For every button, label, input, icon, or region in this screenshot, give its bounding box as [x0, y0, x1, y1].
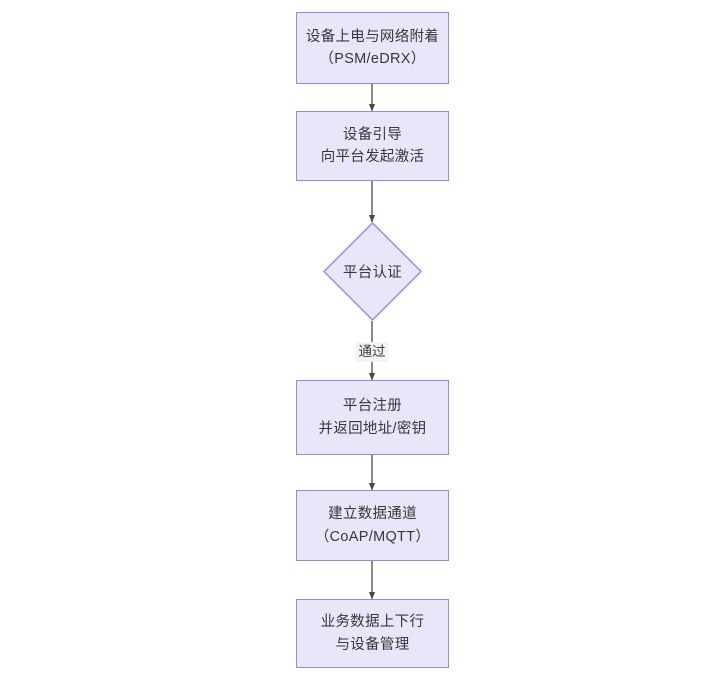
node-text-line: 与设备管理 — [335, 636, 410, 653]
process-node-n1[interactable]: 设备上电与网络附着 （PSM/eDRX） — [296, 12, 449, 84]
decision-node-n3[interactable]: 平台认证 — [323, 222, 422, 321]
process-node-n2[interactable]: 设备引导向平台发起激活 — [296, 111, 449, 181]
node-text-line: 建立数据通道 — [328, 506, 417, 523]
node-text-line: 设备上电与网络附着 — [305, 28, 440, 45]
process-node-n4[interactable]: 平台注册并返回地址/密钥 — [296, 380, 449, 455]
diamond-shape — [323, 222, 422, 321]
node-text-line: 业务数据上下行 — [320, 614, 425, 631]
node-text-line: 设备引导 — [342, 126, 403, 143]
node-text-line: 平台注册 — [342, 398, 403, 415]
process-node-n6[interactable]: 业务数据上下行与设备管理 — [296, 599, 449, 668]
decision-node-label: 平台认证 — [342, 265, 403, 281]
node-text-line: 向平台发起激活 — [320, 149, 425, 165]
node-text-line: （CoAP/MQTT） — [314, 528, 431, 545]
process-node-n5[interactable]: 建立数据通道 （CoAP/MQTT） — [296, 490, 449, 561]
node-text-line: 并返回地址/密钥 — [318, 420, 427, 437]
node-text-line: （PSM/eDRX） — [319, 51, 426, 67]
edge-label-e3: 通过 — [355, 341, 389, 363]
